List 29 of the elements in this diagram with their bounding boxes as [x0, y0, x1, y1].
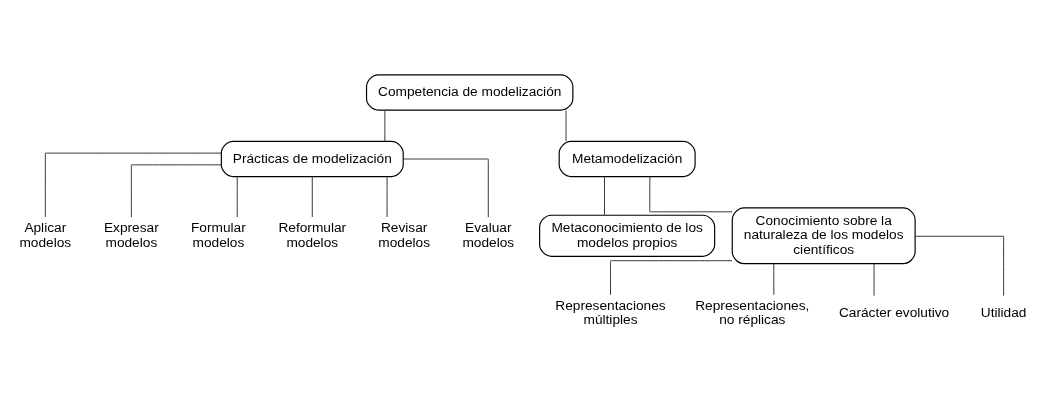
node-text: Formular modelos [191, 219, 246, 250]
node-box: Prácticas de modelización [220, 140, 404, 177]
connector [130, 163, 222, 218]
connector [773, 262, 775, 295]
connector [384, 109, 386, 142]
connector [386, 175, 388, 217]
node-text: Carácter evolutivo [838, 304, 950, 320]
connector [402, 158, 489, 218]
connector [311, 175, 313, 217]
node-box: Conocimiento sobre la naturaleza de los modelos científicos [731, 206, 916, 264]
connector [649, 175, 733, 212]
node-box: Metaconocimiento de los modelos propios [539, 214, 716, 257]
node-box: Metamodelización [558, 140, 696, 177]
node-text: Representaciones, no réplicas [695, 297, 810, 327]
connector [873, 262, 875, 296]
connector [610, 259, 733, 295]
node-text: Expresar modelos [103, 219, 159, 250]
node-text: Utilidad [980, 304, 1027, 320]
node-text: Reformular modelos [278, 219, 347, 250]
connector [44, 152, 222, 217]
connector [914, 235, 1005, 296]
node-box: Competencia de modelización [365, 73, 574, 111]
connector [565, 109, 567, 142]
node-text: Representaciones múltiples [555, 297, 666, 327]
node-text: Revisar modelos [378, 219, 431, 250]
node-text: Evaluar modelos [462, 219, 515, 250]
connector [236, 175, 238, 217]
connector [604, 175, 605, 216]
node-text: Aplicar modelos [19, 219, 72, 250]
